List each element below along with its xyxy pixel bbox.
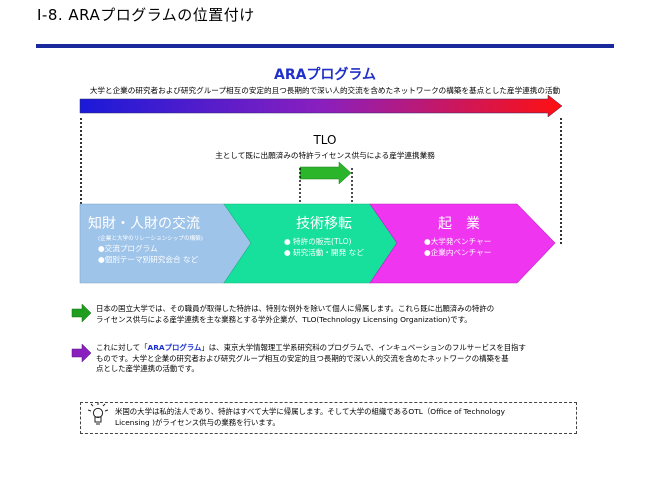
- title-rule: [36, 44, 614, 48]
- stage-item: ●個別テーマ別研究会合 など: [98, 255, 199, 264]
- tlo-description: 主として既に出願済みの特許ライセンス供与による産学連携業務: [215, 151, 435, 160]
- stage-item: ●交流プログラム: [98, 244, 158, 253]
- stage-startup: [369, 203, 556, 284]
- ara-program-description: 大学と企業の研究者および研究グループ相互の安定的且つ長期的で深い人的交流を含めた…: [89, 86, 561, 95]
- text-line: 点とした産学連携の活動です。: [96, 364, 199, 373]
- text-line: 米国の大学は私的法人であり、特許はすべて大学に帰属します。そして大学の組織である…: [115, 407, 506, 416]
- stage-title: 技術移転: [296, 216, 352, 232]
- stage-item: ● 研究活動・開発 など: [284, 248, 364, 257]
- stage-title: 起 業: [438, 216, 480, 232]
- stage-technology-transfer-text: 技術移転 ● 特許の販売(TLO) ● 研究活動・開発 など: [284, 213, 364, 258]
- stage-title: 知財・人財の交流: [88, 216, 200, 232]
- tlo-title: TLO: [313, 133, 337, 147]
- tlo-arrow: [299, 161, 352, 185]
- ara-program-arrow: [79, 94, 563, 118]
- stage-item: ●大学発ベンチャー: [424, 237, 492, 246]
- text-line: ものです。大学と企業の研究者および研究グループ相互の安定的且つ長期的で深い人的交…: [96, 353, 509, 363]
- text-line: ライセンス供与による産学連携を主な業務とする学外企業が、TLO(Technolo…: [96, 314, 472, 324]
- stage-startup-text: 起 業 ●大学発ベンチャー ●企業内ベンチャー: [424, 213, 491, 258]
- lightbulb-icon: [87, 402, 109, 425]
- tlo-explanation: 日本の国立大学では、その職員が取得した特許は、特別な例外を除いて個人に帰属します…: [96, 304, 596, 325]
- slide-title: Ⅰ-8. ARAプログラムの位置付け: [37, 6, 255, 24]
- text-line: これに対して「ARAプログラム」は、東京大学情報理工学系研究科のプログラムで、イ…: [96, 343, 526, 352]
- ara-inline-label: ARAプログラム: [147, 343, 202, 352]
- stage-item: ● 特許の販売(TLO): [284, 237, 352, 246]
- stage-knowledge-exchange-text: 知財・人財の交流 (企業と大学のリレーションシップの構築) ●交流プログラム ●…: [88, 213, 203, 265]
- text-line: Licensing )がライセンス供与の業務を行います。: [115, 418, 280, 427]
- note-text: 米国の大学は私的法人であり、特許はすべて大学に帰属します。そして大学の組織である…: [115, 406, 570, 428]
- text-line: 日本の国立大学では、その職員が取得した特許は、特別な例外を除いて個人に帰属します…: [96, 304, 495, 313]
- purple-arrow-icon: [71, 343, 92, 363]
- ara-program-title: ARAプログラム: [273, 67, 377, 83]
- note-box: [80, 402, 577, 434]
- green-arrow-icon: [71, 303, 92, 323]
- ara-explanation: これに対して「ARAプログラム」は、東京大学情報理工学系研究科のプログラムで、イ…: [96, 343, 596, 375]
- stage-note: (企業と大学のリレーションシップの構築): [98, 236, 203, 242]
- stage-item: ●企業内ベンチャー: [424, 248, 492, 257]
